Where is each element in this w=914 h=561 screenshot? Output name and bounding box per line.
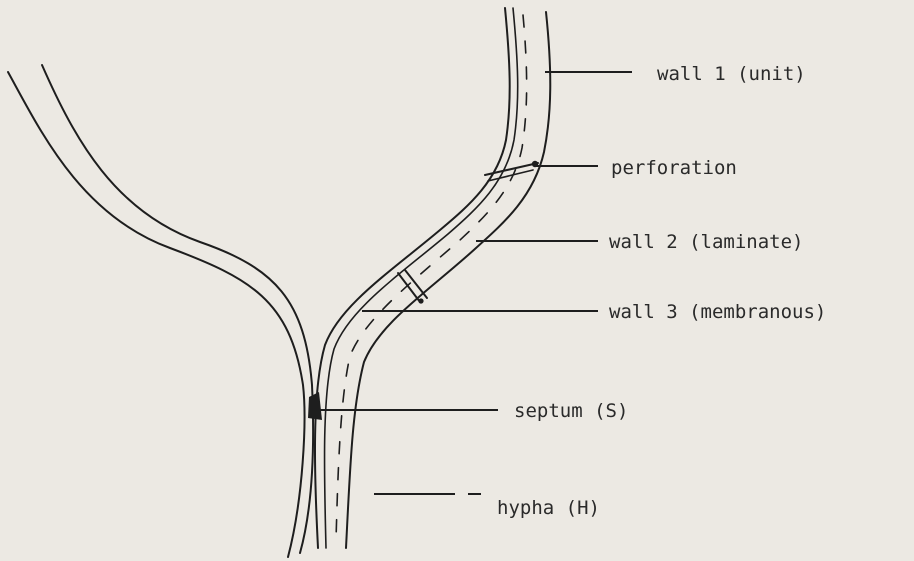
left-branch-inner-wall — [42, 65, 313, 553]
perforation-mark-upper — [485, 163, 538, 175]
wall-2-dashed-lamellae — [336, 15, 527, 540]
main-hypha — [308, 8, 550, 548]
left-hypha-branch — [8, 65, 313, 557]
label-hypha: hypha (H) — [497, 497, 600, 519]
label-perforation: perforation — [611, 157, 737, 179]
perforation-dot-lower — [418, 298, 423, 303]
septum-mark — [308, 392, 322, 420]
wall-1-inner-line — [324, 8, 517, 548]
wall-3-membranous-line — [346, 12, 550, 548]
perforation-mark-lower-a — [398, 273, 420, 302]
left-branch-outer-wall — [8, 72, 304, 557]
label-wall-2: wall 2 (laminate) — [609, 231, 803, 253]
label-septum: septum (S) — [514, 400, 628, 422]
label-wall-1: wall 1 (unit) — [657, 63, 806, 85]
label-wall-3: wall 3 (membranous) — [609, 301, 826, 323]
